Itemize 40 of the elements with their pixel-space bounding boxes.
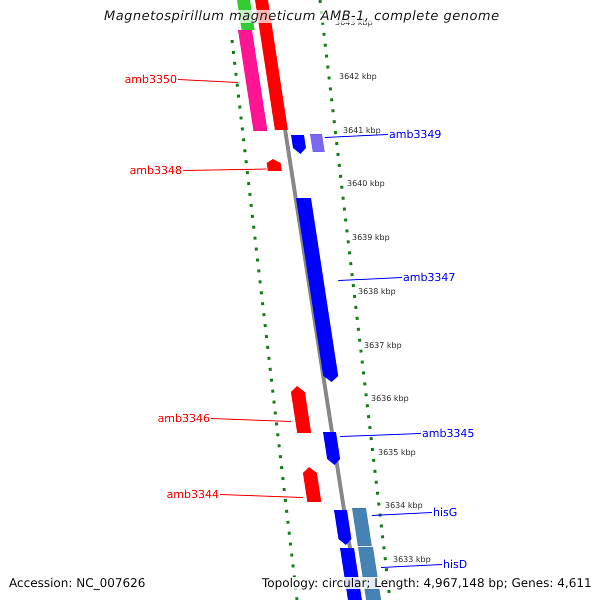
- leader-line: [220, 494, 304, 498]
- gene-label: hisD: [443, 559, 468, 570]
- gene-bar: [238, 30, 268, 131]
- gene-label: amb3344: [166, 489, 219, 500]
- gene-label: amb3346: [158, 413, 210, 424]
- tick-label: 3640 kbp: [347, 180, 385, 188]
- gene-label: amb3350: [124, 74, 177, 85]
- gene-label: amb3345: [422, 428, 474, 439]
- leader-line: [324, 134, 388, 138]
- leader-line: [338, 277, 402, 281]
- tick-label: 3634 kbp: [385, 502, 423, 510]
- tick-label: 3638 kbp: [358, 288, 396, 296]
- tick-label: 3639 kbp: [352, 234, 390, 242]
- gene-label: amb3347: [403, 272, 456, 283]
- leader-line: [210, 418, 292, 422]
- leader-line: [178, 79, 238, 83]
- gene-block: [296, 198, 338, 382]
- tick-label: 3636 kbp: [371, 395, 409, 403]
- leader-line: [371, 512, 432, 516]
- leader-line: [380, 564, 442, 568]
- gene-block: [266, 159, 282, 171]
- tick-label: 3642 kbp: [339, 73, 377, 81]
- tick-label: 3633 kbp: [393, 556, 431, 564]
- leader-line: [340, 433, 422, 437]
- gene-block: [323, 432, 340, 465]
- genome-info-text: Topology: circular; Length: 4,967,148 bp; Genes: 4,611: [262, 577, 592, 589]
- gene-label: hisG: [433, 507, 458, 518]
- gene-block: [302, 467, 322, 502]
- leader-line: [182, 168, 268, 171]
- gene-bar: [352, 508, 372, 546]
- gene-bar: [310, 134, 325, 152]
- gene-block: [290, 386, 312, 433]
- gene-block: [291, 135, 306, 154]
- tick-label: 3637 kbp: [364, 342, 402, 350]
- tick-label: 3641 kbp: [343, 127, 381, 135]
- gene-label: amb3349: [389, 129, 442, 140]
- gene-block: [334, 510, 352, 545]
- gene-label: amb3348: [130, 165, 182, 176]
- tick-label: 3635 kbp: [378, 449, 416, 457]
- accession-text: Accession: NC_007626: [9, 577, 146, 589]
